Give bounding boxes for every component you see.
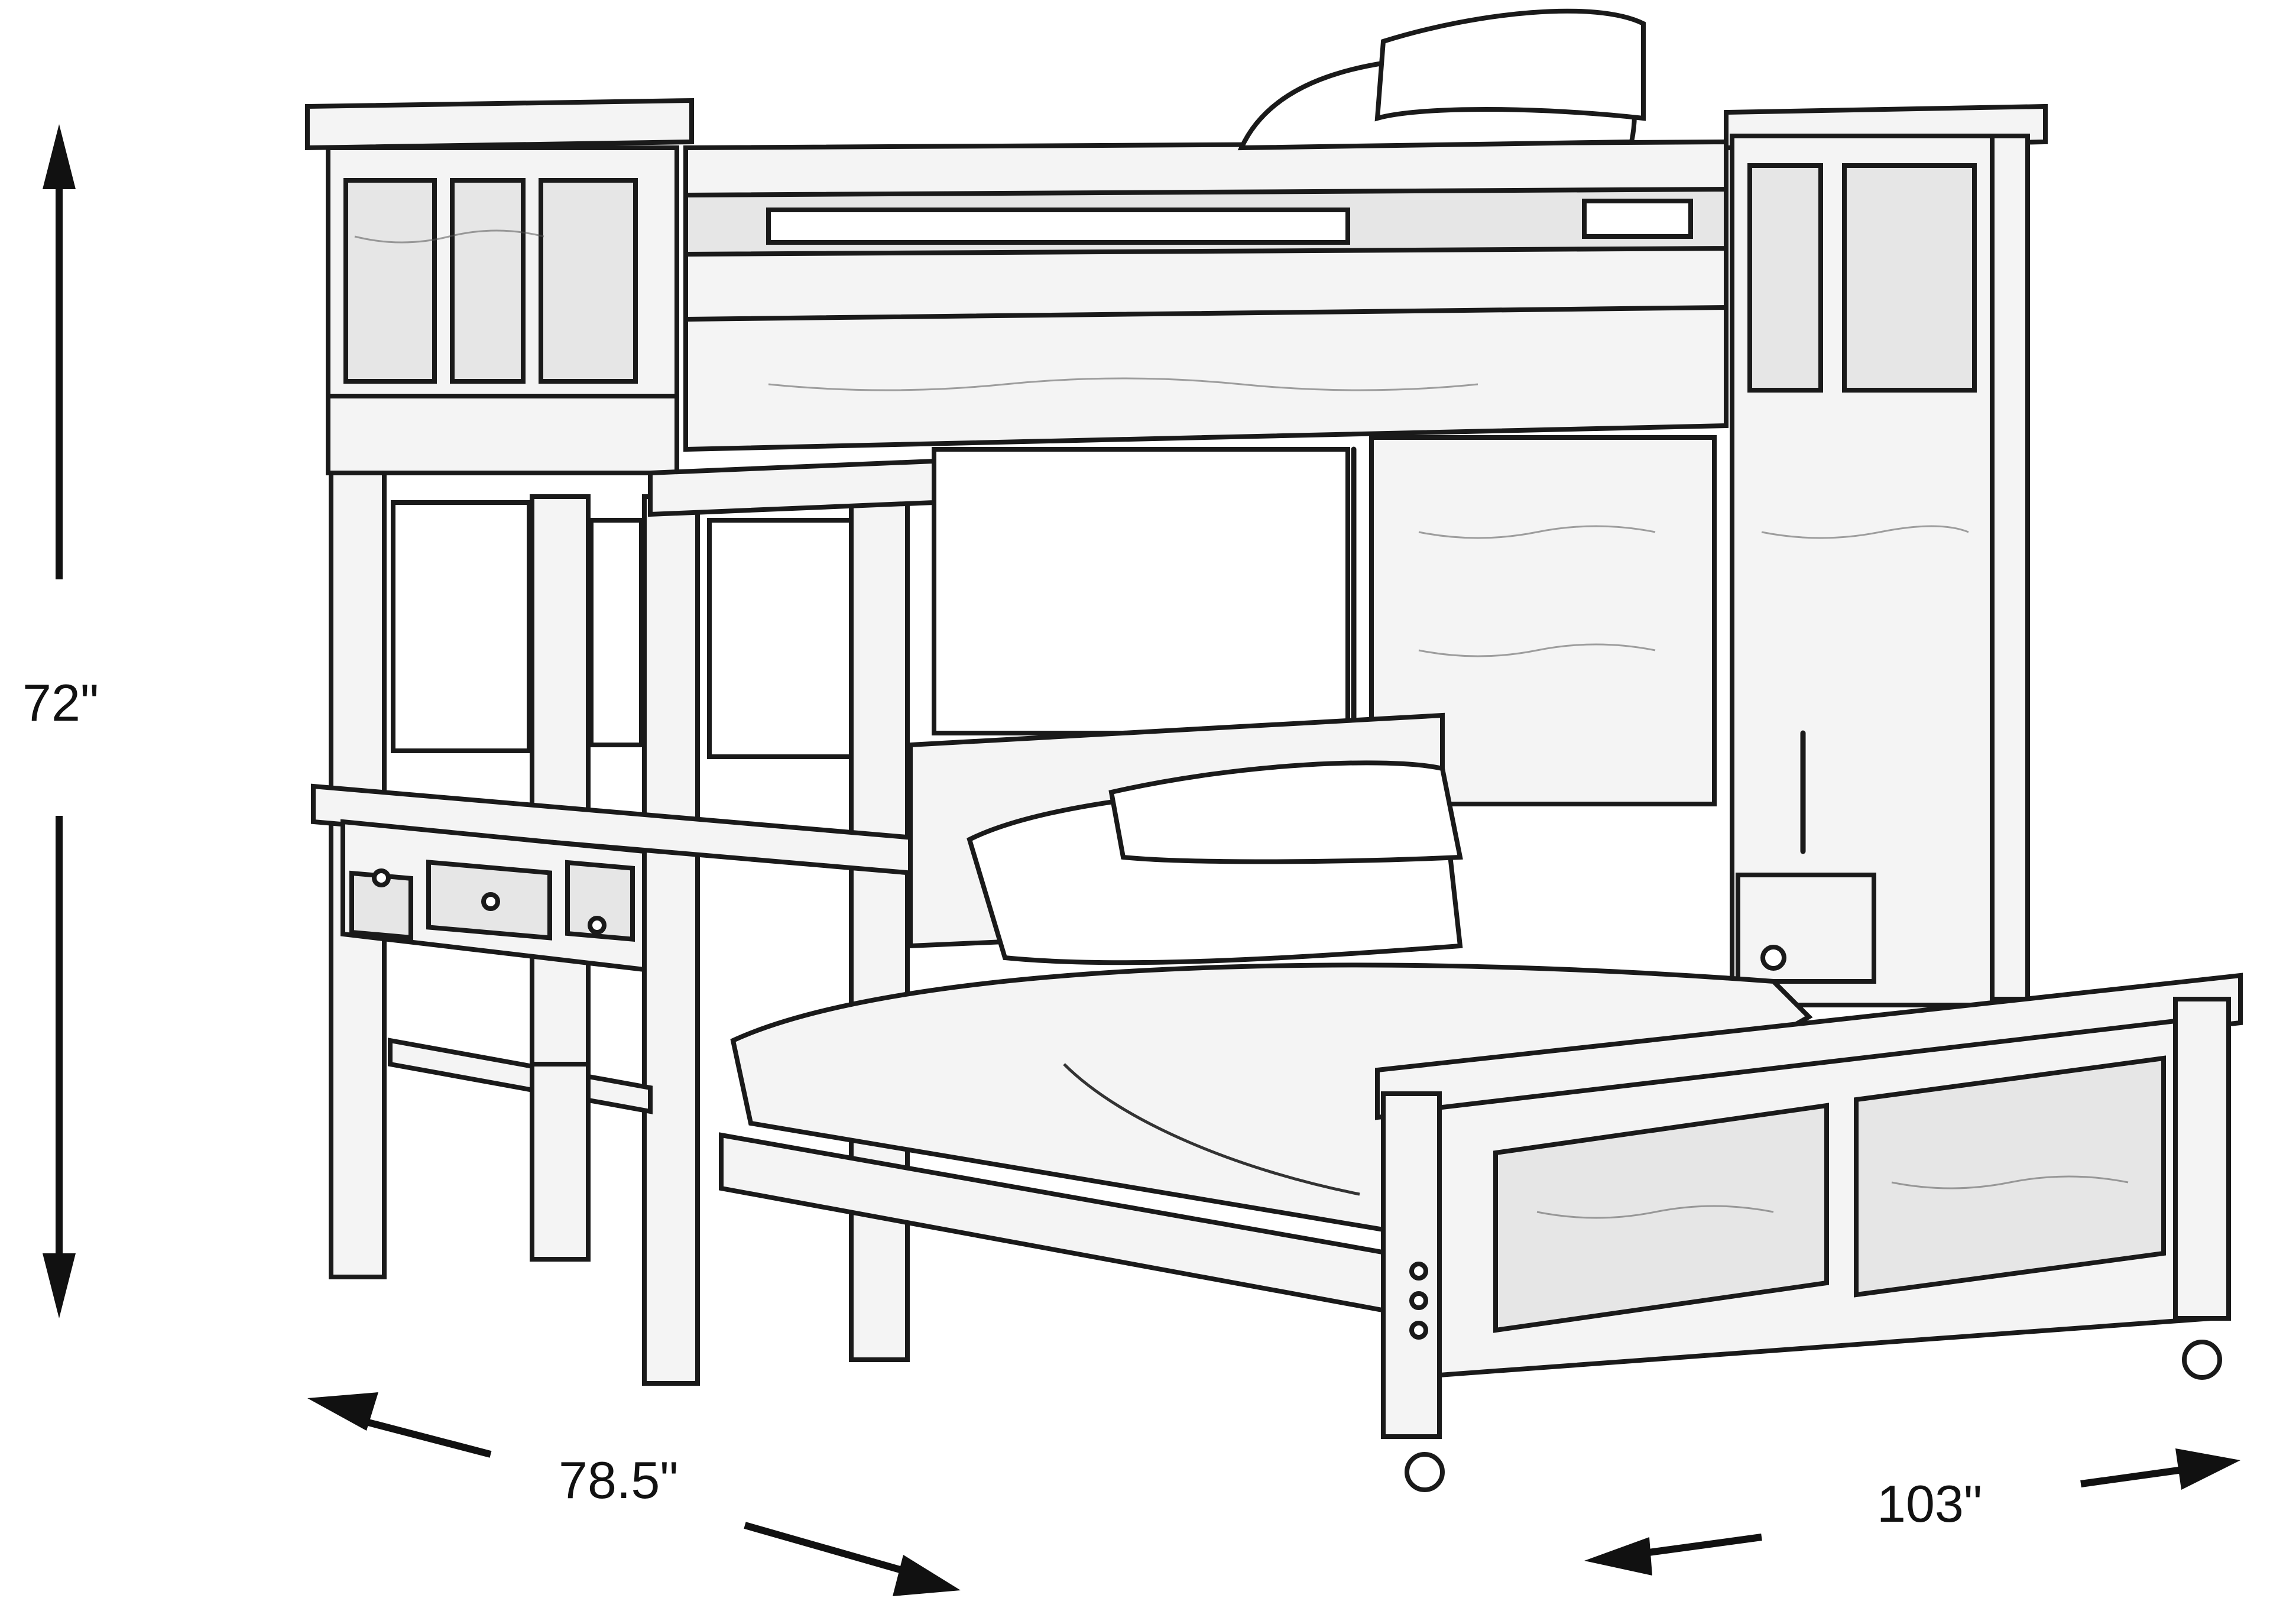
depth-arrow bbox=[307, 1392, 961, 1596]
left-tower bbox=[305, 98, 936, 1386]
storage-tower bbox=[1724, 103, 2048, 1007]
width-label: 103" bbox=[1877, 1474, 1983, 1533]
height-label: 72" bbox=[22, 673, 99, 732]
height-arrow bbox=[43, 124, 76, 1318]
depth-label: 78.5" bbox=[559, 1451, 679, 1509]
lower-bed bbox=[719, 712, 2243, 1492]
upper-bunk bbox=[683, 8, 1729, 452]
back-panel bbox=[932, 435, 1717, 806]
width-arrow bbox=[1584, 1448, 2240, 1576]
wood-grain bbox=[354, 229, 2129, 1219]
